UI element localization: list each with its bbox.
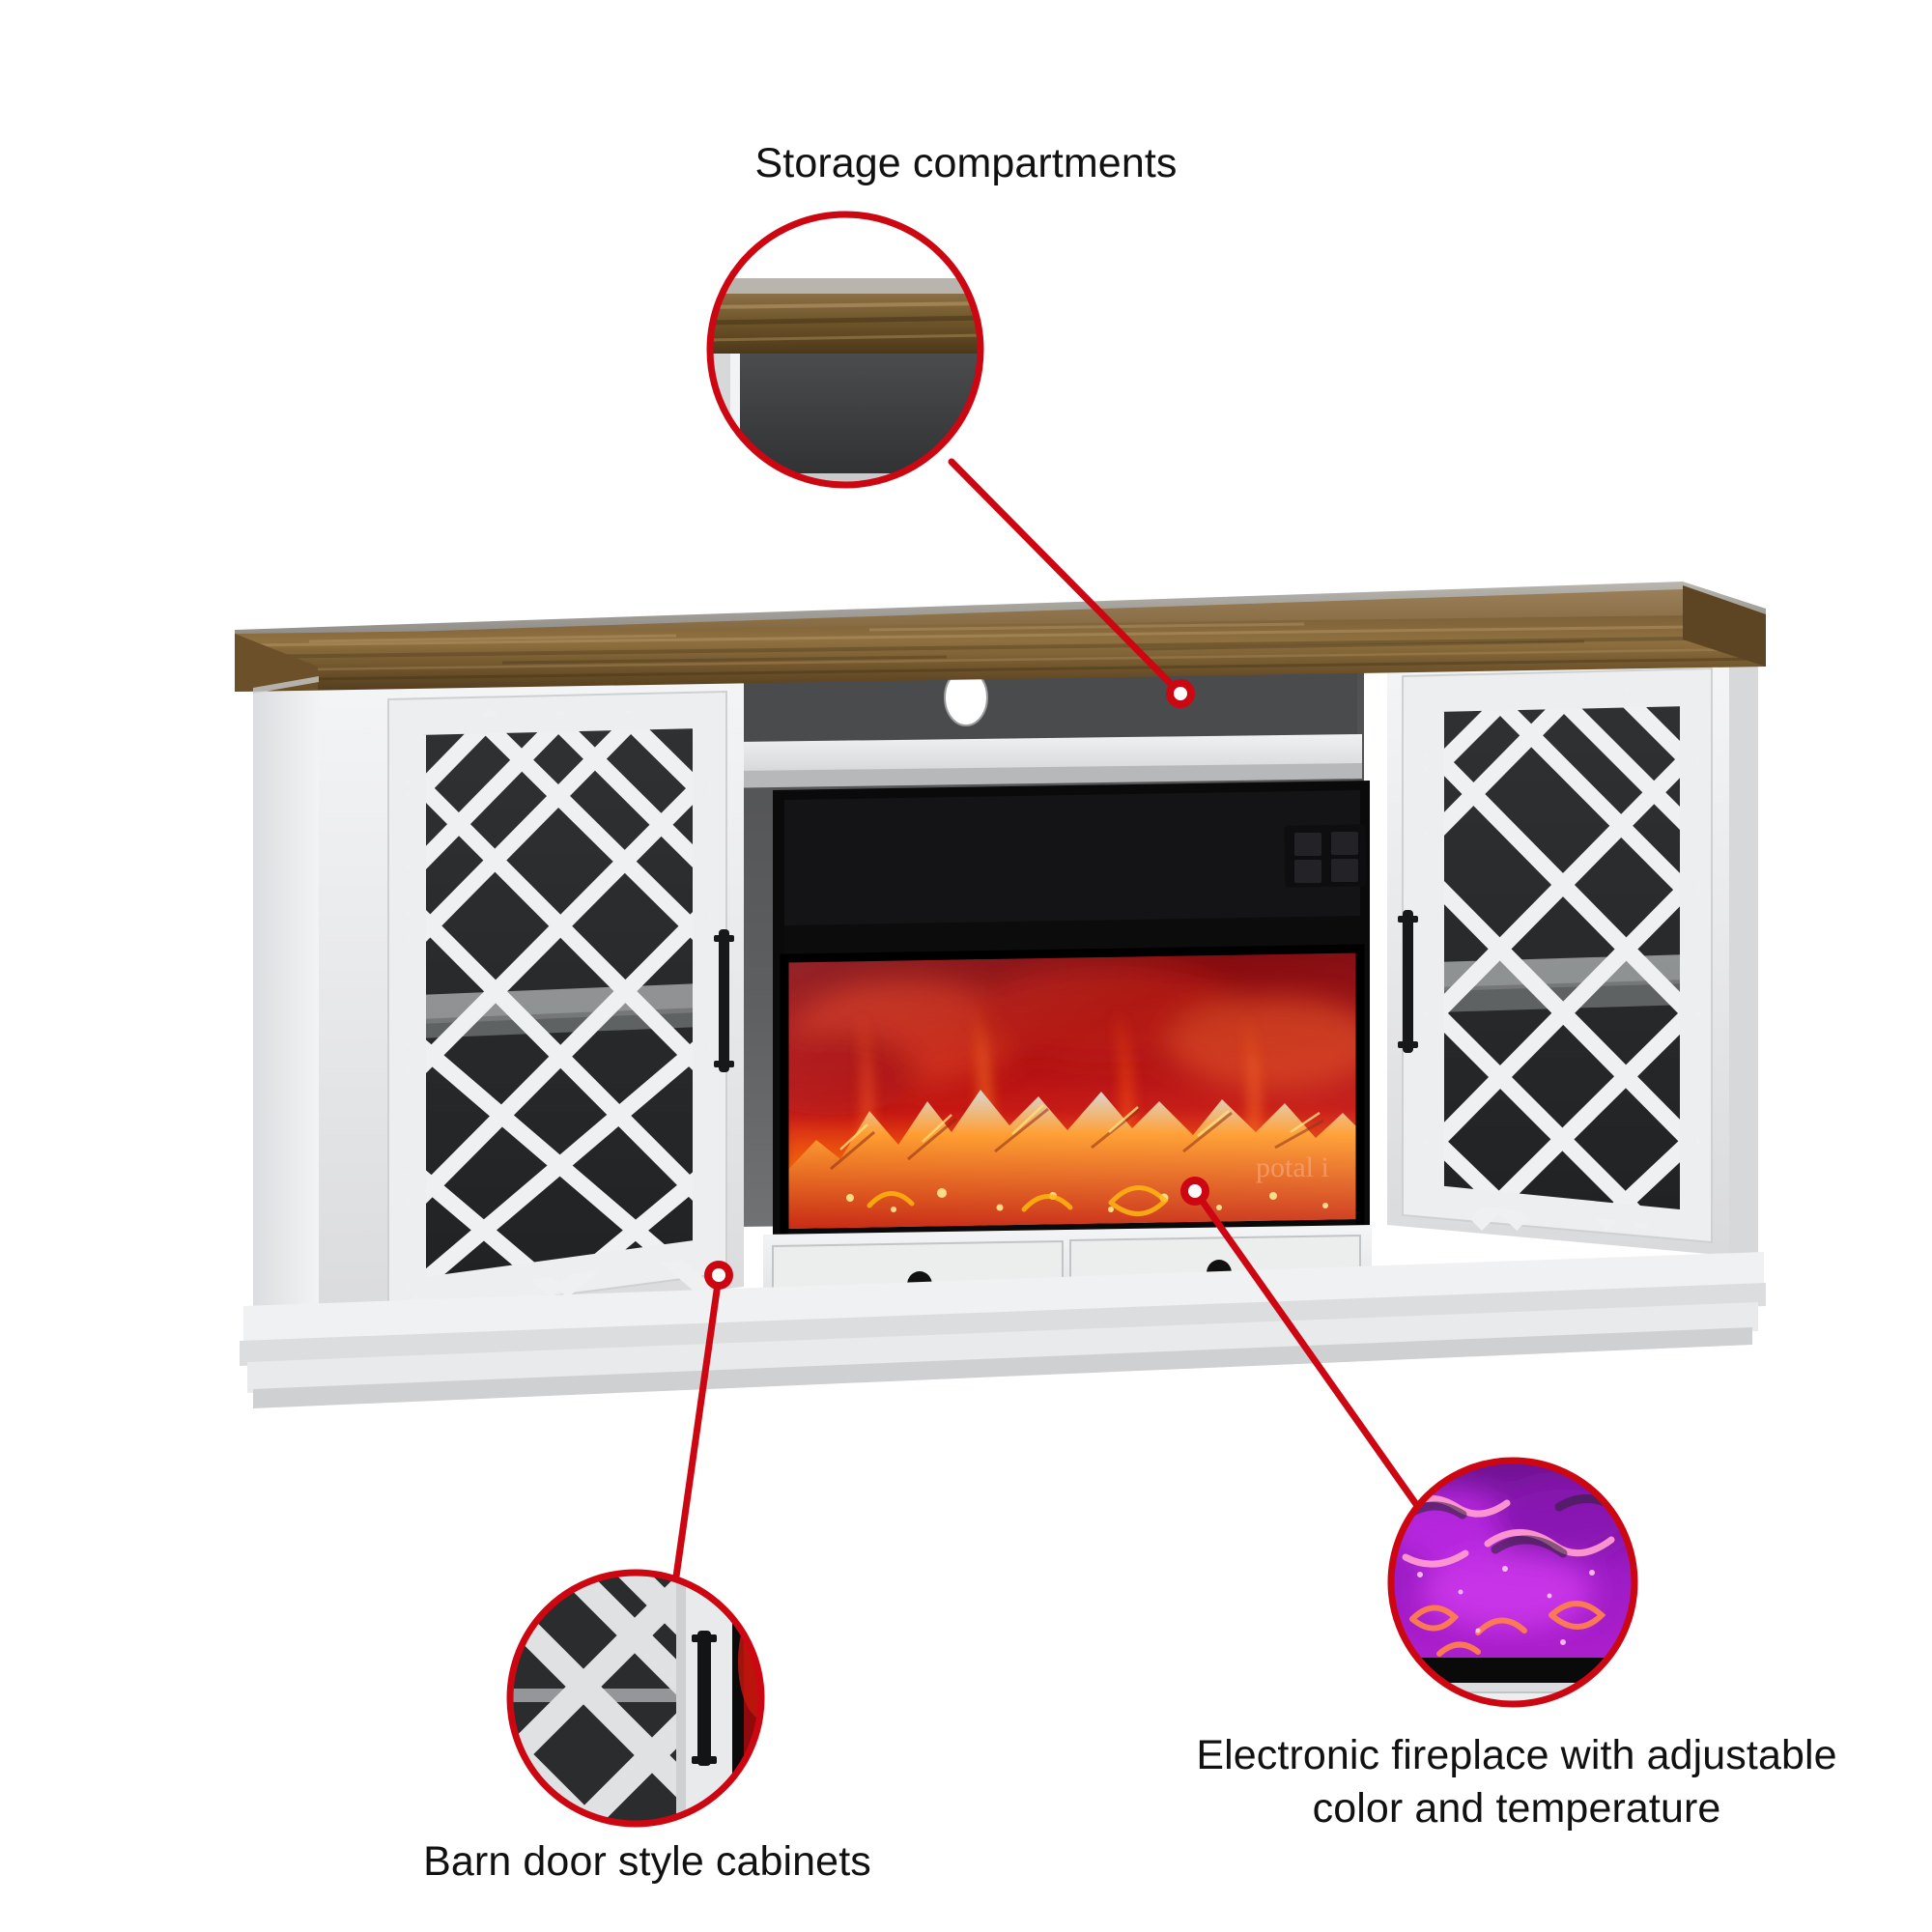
rustic-wood-top <box>235 582 1766 692</box>
fireplace-control-panel[interactable] <box>1284 824 1367 888</box>
callout-circle-storage <box>706 211 984 489</box>
callout-circle-fireplace <box>1387 1457 1638 1708</box>
leader-storage <box>948 458 1184 697</box>
electric-fireplace-insert[interactable]: potal i <box>744 781 1381 1248</box>
cord-management-hole <box>945 669 987 725</box>
left-cabinet[interactable] <box>253 667 744 1379</box>
right-door-handle <box>1403 910 1413 1053</box>
right-cabinet[interactable] <box>1387 655 1758 1294</box>
leader-anchors <box>704 679 1209 1290</box>
callout-label-fireplace: Electronic fireplace with adjustable col… <box>1196 1732 1837 1833</box>
callout-circle-cabinets <box>506 1569 765 1828</box>
leader-fireplace <box>1192 1188 1422 1511</box>
base-molding <box>240 1252 1766 1408</box>
leader-lines <box>672 458 1422 1580</box>
left-door-handle <box>719 929 729 1072</box>
lattice-pattern <box>1423 687 1701 1232</box>
leader-cabinets <box>672 1273 723 1580</box>
callout-label-storage: Storage compartments <box>754 140 1178 186</box>
fireplace-watermark: potal i <box>1256 1151 1329 1183</box>
callout-label-cabinets: Barn door style cabinets <box>423 1838 871 1885</box>
